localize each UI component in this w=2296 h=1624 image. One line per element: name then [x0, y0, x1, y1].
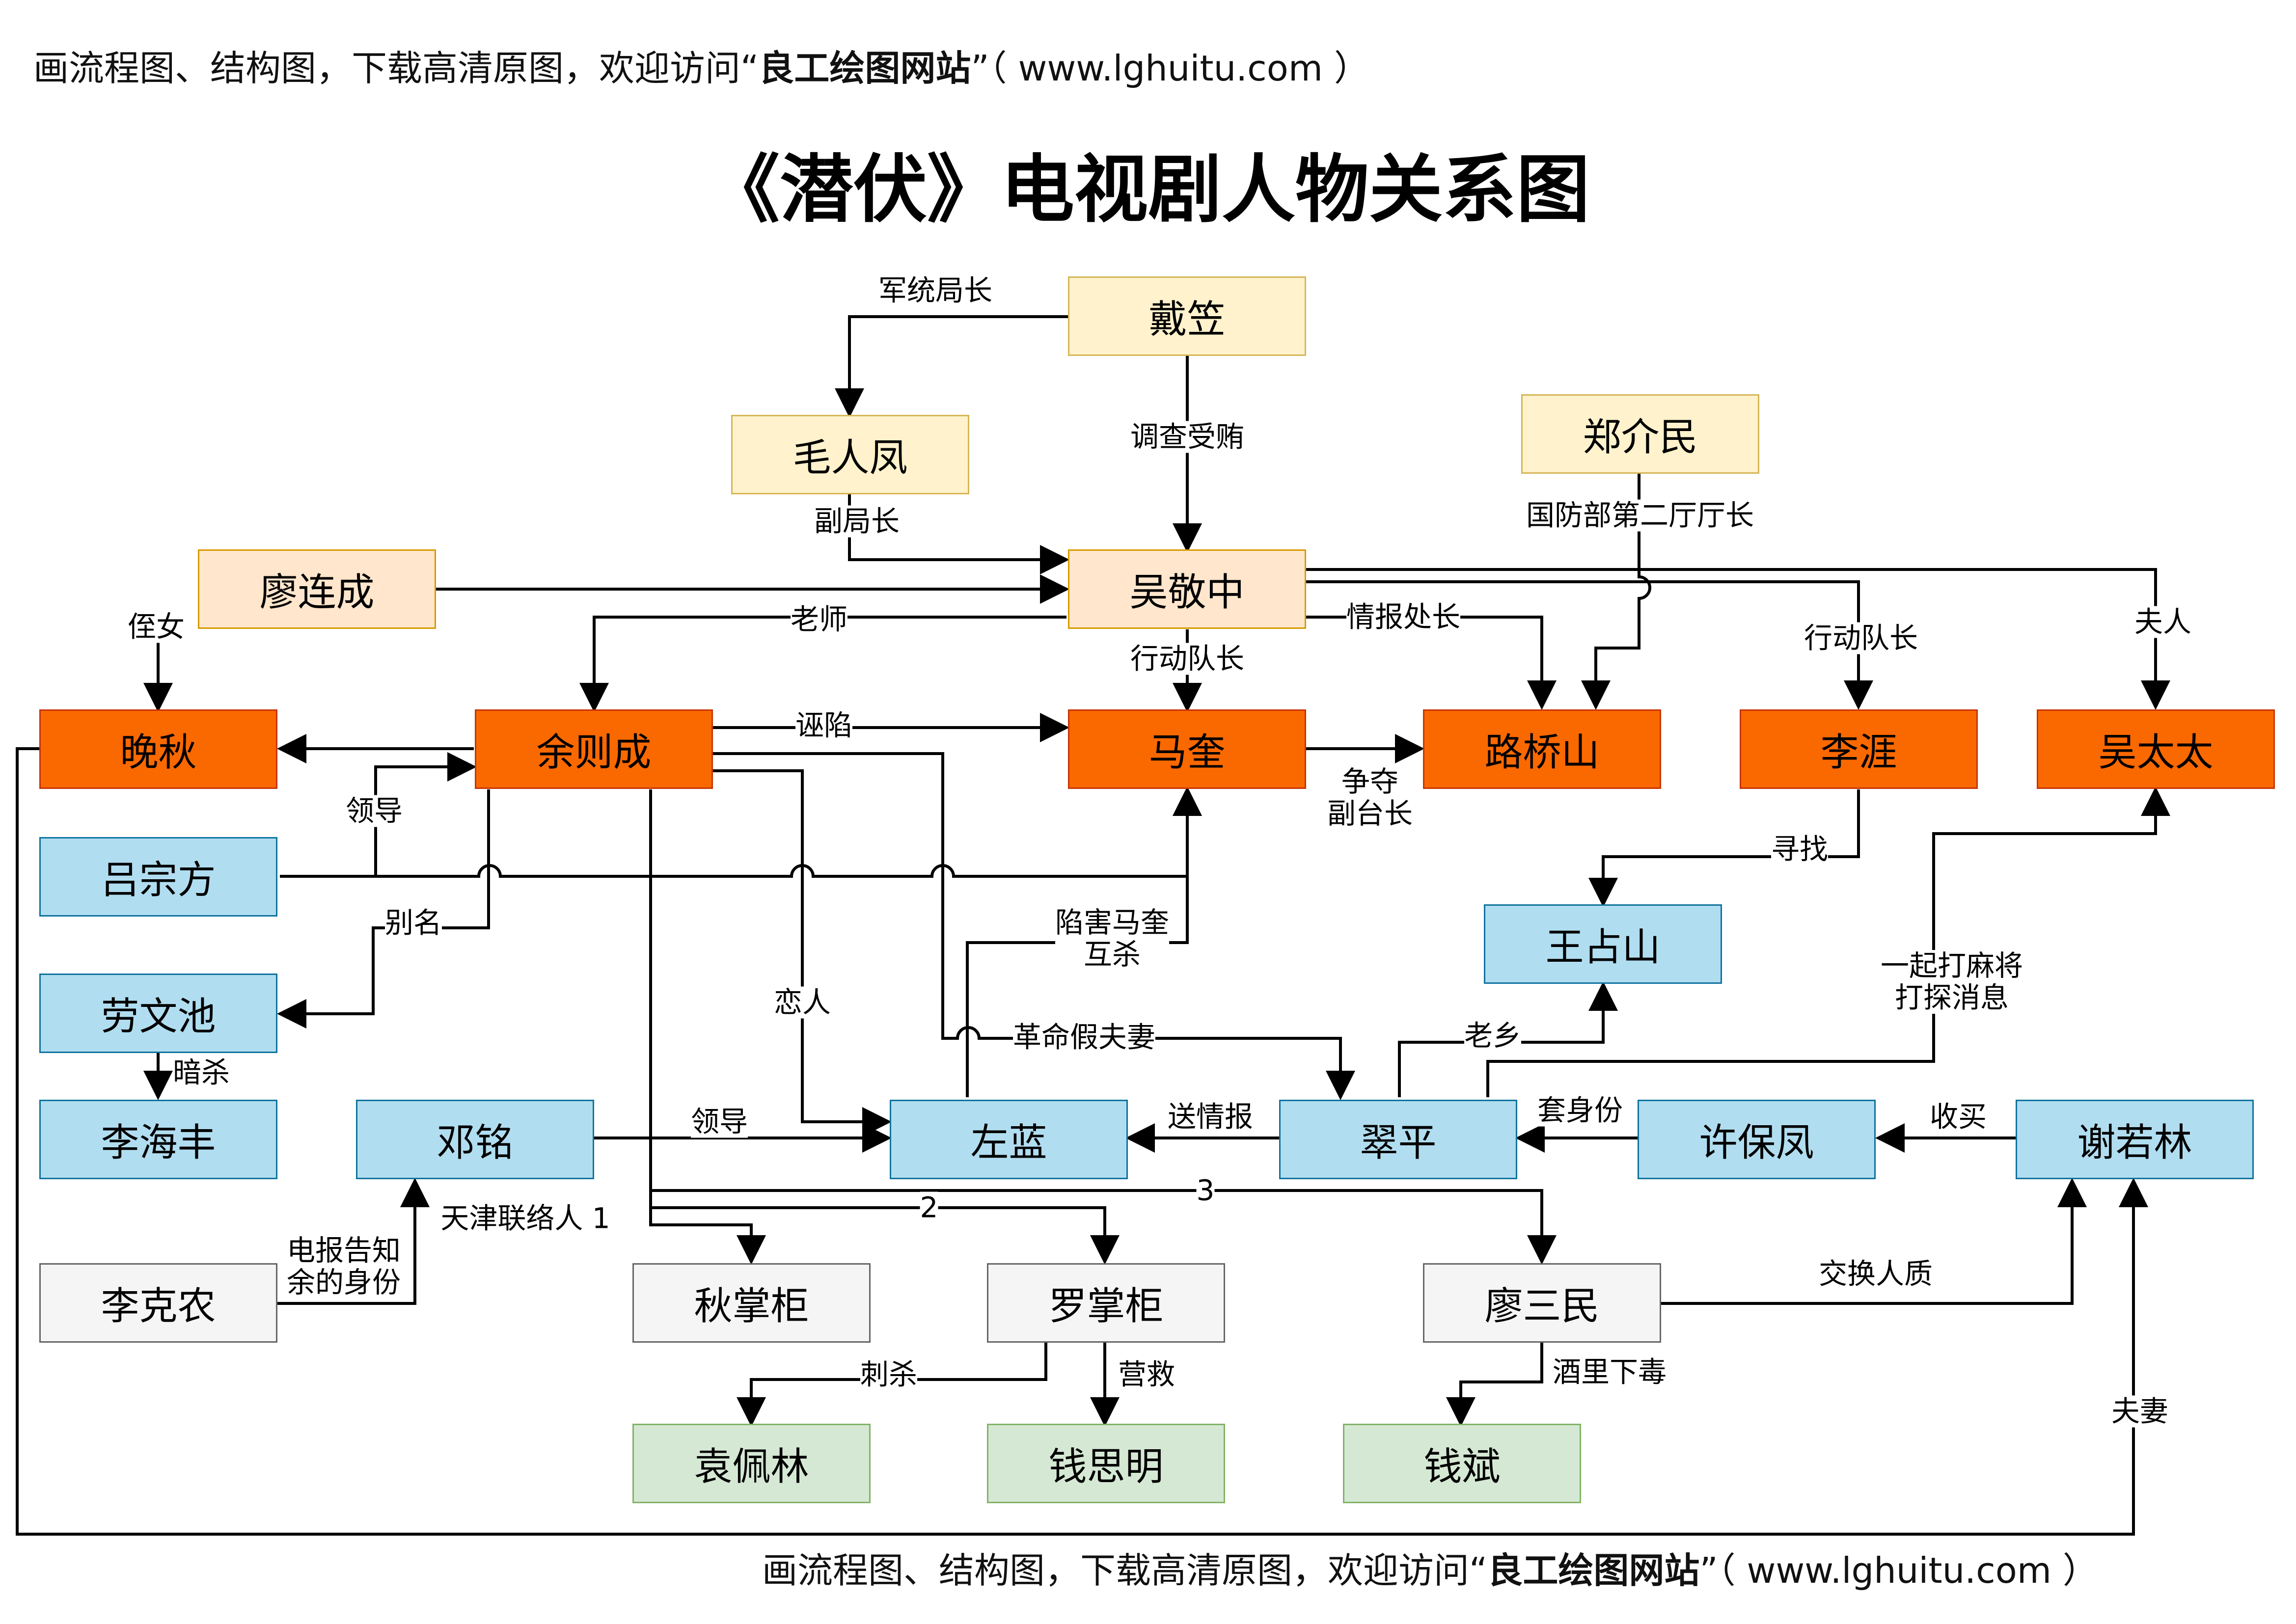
node-yuanpeilin[interactable]: 袁佩林 — [632, 1424, 871, 1503]
edge-yuzecheng-liaosanmin — [651, 1189, 1557, 1265]
node-likenong[interactable]: 李克农 — [39, 1263, 277, 1343]
edge-zhengjiemin-luqiaoshan — [1581, 474, 1651, 710]
node-xieruolin[interactable]: 谢若林 — [2016, 1100, 2254, 1179]
node-qianbin[interactable]: 钱斌 — [1343, 1424, 1581, 1503]
edge-daili-maorenfeng — [835, 315, 1068, 418]
banner-url: ”（ www.lghuitu.com ） — [1699, 1550, 2098, 1591]
label-qingbaochuzhang: 情报处长 — [1346, 600, 1461, 634]
label-xingdongduizhang1: 行动队长 — [1130, 642, 1245, 676]
label-xianhai: 陷害马奎互杀 — [1055, 906, 1170, 971]
node-zhengjiemin[interactable]: 郑介民 — [1521, 394, 1759, 474]
label-biemming: 别名 — [384, 906, 442, 940]
edge-wujingzhong-wutaitai — [1306, 568, 2170, 710]
banner-text: 画流程图、结构图，下载高清原图，欢迎访问“ — [762, 1550, 1488, 1591]
node-xubaofeng[interactable]: 许保凤 — [1638, 1100, 1876, 1179]
label-laoxiang: 老乡 — [1464, 1019, 1522, 1053]
label-dianbao: 电报告知余的身份 — [286, 1234, 401, 1299]
edge-liaosanmin-xieruolin — [1661, 1178, 2087, 1305]
node-luozhanggui[interactable]: 罗掌柜 — [987, 1263, 1225, 1343]
edge-yuzecheng-zuolan — [713, 769, 892, 1137]
label-fujuzhang: 副局长 — [814, 504, 900, 538]
edge-lvzongfang-makui — [280, 786, 1202, 878]
label-jiuli: 酒里下毒 — [1552, 1355, 1667, 1389]
label-lingdao1: 领导 — [345, 794, 403, 828]
edge-liaosanmin-qianbin — [1446, 1343, 1543, 1427]
banner-text: 画流程图、结构图，下载高清原图，欢迎访问“ — [33, 48, 759, 89]
label-laoshi: 老师 — [790, 602, 848, 636]
label-zhinv: 侄女 — [127, 610, 185, 644]
label-n3: 3 — [1196, 1173, 1215, 1207]
node-lihaifeng[interactable]: 李海丰 — [39, 1100, 277, 1179]
banner-site: 良工绘图网站 — [759, 48, 971, 89]
node-liya[interactable]: 李涯 — [1740, 709, 1978, 789]
node-liaoliancheng[interactable]: 廖连成 — [198, 549, 436, 629]
node-cuiping[interactable]: 翠平 — [1279, 1100, 1517, 1179]
node-qiuzhanggui[interactable]: 秋掌柜 — [632, 1263, 871, 1343]
node-zuolan[interactable]: 左蓝 — [890, 1100, 1128, 1179]
node-daili[interactable]: 戴笠 — [1068, 276, 1306, 356]
node-lvzongfang[interactable]: 吕宗方 — [39, 837, 277, 917]
label-xunzhao: 寻找 — [1771, 832, 1829, 866]
edge-yuzecheng-luozhanggui — [651, 1206, 1120, 1265]
label-zhengduo: 争夺副台长 — [1327, 765, 1413, 830]
node-maorenfeng[interactable]: 毛人凤 — [731, 415, 969, 494]
top-banner: 画流程图、结构图，下载高清原图，欢迎访问“良工绘图网站”（ www.lghuit… — [33, 39, 1369, 91]
edge-liya-wangzhanshan — [1588, 789, 1860, 907]
diagram-title: 《潜伏》电视剧人物关系图 — [706, 147, 1590, 233]
edge-wujingzhong-yuzecheng — [579, 616, 1066, 712]
node-wanqiu[interactable]: 晚秋 — [39, 709, 277, 789]
label-songqingbao: 送情报 — [1167, 1100, 1254, 1134]
bottom-banner: 画流程图、结构图，下载高清原图，欢迎访问“良工绘图网站”（ www.lghuit… — [762, 1542, 2098, 1593]
node-qiansiming[interactable]: 钱思明 — [987, 1424, 1225, 1503]
node-liaosanmin[interactable]: 廖三民 — [1423, 1263, 1661, 1343]
node-luqiaoshan[interactable]: 路桥山 — [1423, 709, 1661, 789]
banner-url: ”（ www.lghuitu.com ） — [971, 48, 1369, 89]
label-lingdao2: 领导 — [690, 1105, 748, 1138]
label-fuqi: 夫妻 — [2111, 1394, 2169, 1428]
label-geming: 革命假夫妻 — [1012, 1020, 1156, 1054]
edge-wujingzhong-liya — [1306, 580, 1873, 710]
label-xingdongduizhang2: 行动队长 — [1804, 621, 1918, 655]
edge-lvzongfang-yuzecheng — [374, 752, 477, 876]
node-laowenchi[interactable]: 劳文池 — [39, 974, 277, 1053]
edge-yuzecheng-cuiping — [713, 752, 1355, 1100]
label-wuxian: 诬陷 — [795, 708, 853, 742]
edge-cuiping-wutaitai — [1486, 786, 2170, 1097]
label-juntongjuzhang: 军统局长 — [878, 273, 993, 307]
edge-yuzecheng-qiuzhanggui — [649, 789, 766, 1265]
node-makui[interactable]: 马奎 — [1068, 709, 1306, 789]
label-cisha: 刺杀 — [860, 1357, 918, 1391]
label-n2: 2 — [920, 1191, 938, 1224]
node-wutaitai[interactable]: 吴太太 — [2037, 709, 2275, 789]
node-wangzhanshan[interactable]: 王占山 — [1484, 904, 1722, 984]
banner-site: 良工绘图网站 — [1487, 1550, 1700, 1591]
label-furen: 夫人 — [2134, 605, 2192, 639]
label-lianren: 恋人 — [773, 985, 831, 1019]
label-guofangbu: 国防部第二厅厅长 — [1526, 498, 1754, 532]
node-yuzecheng[interactable]: 余则成 — [475, 709, 713, 789]
label-ansha: 暗杀 — [172, 1056, 230, 1089]
node-dengming[interactable]: 邓铭 — [356, 1100, 594, 1179]
label-yingjiu: 营救 — [1118, 1357, 1175, 1391]
label-shoumai: 收买 — [1929, 1100, 1987, 1134]
edge-yuzecheng-laowenchi — [277, 789, 490, 1029]
label-jiaohuan: 交换人质 — [1818, 1257, 1933, 1291]
edge-likenong-dengming — [277, 1178, 430, 1305]
node-wujingzhong[interactable]: 吴敬中 — [1068, 549, 1306, 629]
label-yiqidamajiang: 一起打麻将打探消息 — [1880, 949, 2023, 1014]
label-tianjin: 天津联络人 1 — [440, 1201, 610, 1235]
label-taoshenfen: 套身份 — [1537, 1093, 1623, 1127]
label-diaochashouhui: 调查受贿 — [1130, 420, 1245, 454]
